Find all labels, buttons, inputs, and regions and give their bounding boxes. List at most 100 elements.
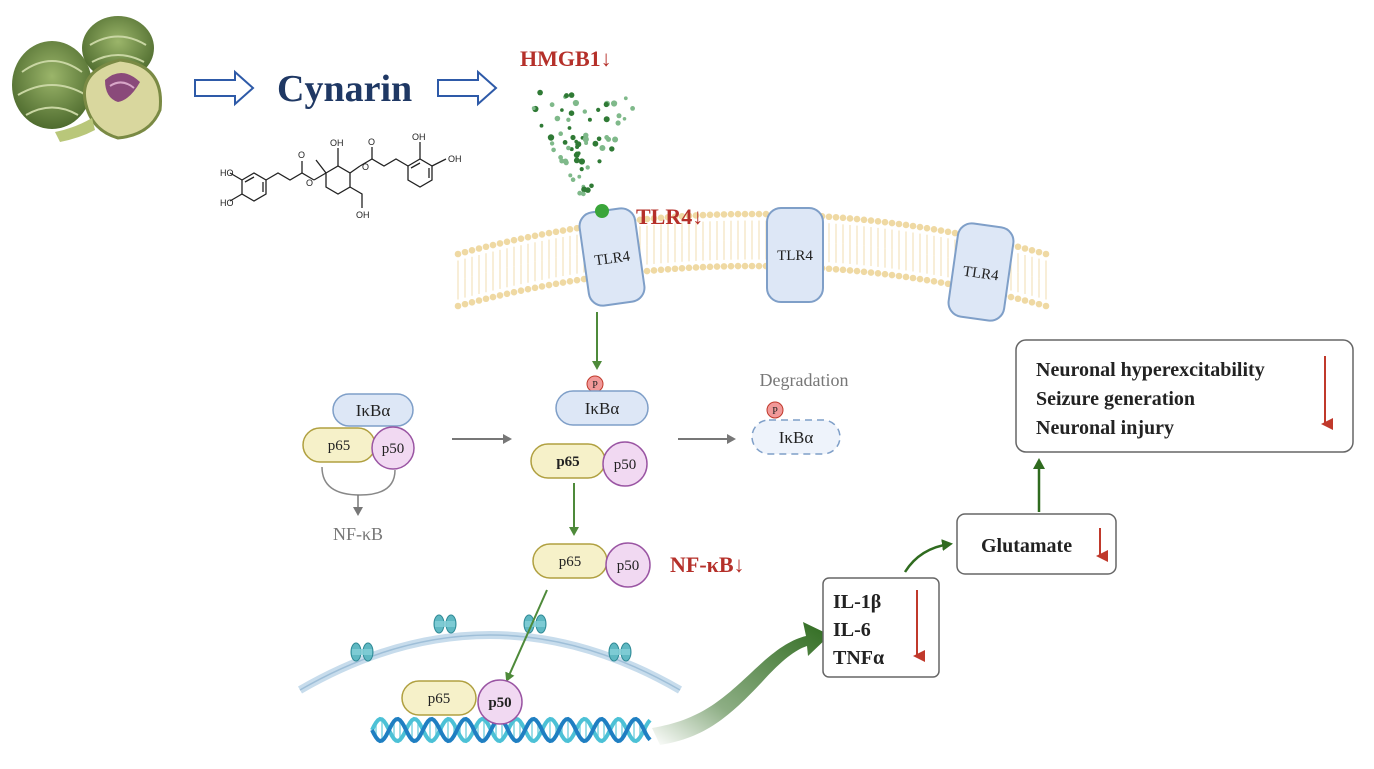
hmgb1-particle bbox=[558, 131, 563, 136]
membrane-bead bbox=[685, 212, 693, 220]
membrane-bead bbox=[1021, 297, 1029, 304]
hmgb1-particle bbox=[566, 117, 571, 123]
artichoke-icon bbox=[12, 16, 162, 142]
membrane-bead bbox=[692, 264, 700, 271]
membrane-bead bbox=[1007, 293, 1015, 301]
ikba-phospho: IκBα bbox=[555, 390, 649, 426]
hmgb1-particle bbox=[551, 147, 556, 153]
chem-label-oh-2: OH bbox=[356, 210, 370, 220]
membrane-bead bbox=[496, 292, 504, 299]
membrane-bead bbox=[895, 220, 903, 228]
membrane-bead bbox=[916, 223, 924, 231]
membrane-bead bbox=[930, 278, 938, 285]
membrane-bead bbox=[475, 245, 483, 252]
hmgb1-particle bbox=[630, 106, 635, 111]
chem-label-o-3: O bbox=[362, 162, 369, 172]
membrane-bead bbox=[517, 235, 525, 242]
membrane-bead bbox=[755, 210, 763, 218]
hmgb1-particle bbox=[592, 140, 599, 147]
membrane-bead bbox=[951, 229, 959, 237]
membrane-bead bbox=[825, 265, 833, 273]
chem-label-o-2: O bbox=[306, 178, 313, 188]
chem-label-oh-3: OH bbox=[412, 132, 426, 142]
membrane-bead bbox=[867, 217, 875, 224]
p50-left: p50 bbox=[371, 426, 415, 470]
p65-free-label: p65 bbox=[559, 554, 582, 570]
membrane-bead bbox=[489, 293, 497, 301]
membrane-bead bbox=[741, 262, 749, 270]
hollow-arrow-icon bbox=[437, 69, 498, 107]
membrane-bead bbox=[902, 273, 910, 281]
chem-label-oh-4: OH bbox=[448, 154, 462, 164]
membrane-bead bbox=[545, 229, 553, 237]
membrane-bead bbox=[1014, 243, 1022, 251]
membrane-bead bbox=[524, 285, 532, 293]
membrane-bead bbox=[867, 269, 875, 276]
p65-dna: p65 bbox=[401, 680, 477, 716]
membrane-bead bbox=[825, 213, 833, 221]
p65-middle-label: p65 bbox=[556, 454, 579, 470]
membrane-bead bbox=[923, 276, 931, 284]
chemical-structure-icon bbox=[229, 142, 447, 208]
hmgb1-particle bbox=[596, 107, 601, 112]
membrane-bead bbox=[839, 214, 847, 222]
hmgb1-particle bbox=[568, 92, 575, 98]
p65-free: p65 bbox=[532, 543, 608, 579]
membrane-bead bbox=[1042, 302, 1050, 310]
hmgb1-particle bbox=[537, 89, 543, 96]
glutamate-label: Glutamate bbox=[981, 535, 1072, 557]
membrane-bead bbox=[643, 215, 651, 223]
glutamate-box: Glutamate bbox=[956, 513, 1117, 575]
nuclear-pore-icon bbox=[523, 614, 547, 634]
hmgb1-particle bbox=[609, 146, 615, 152]
membrane-bead bbox=[468, 298, 476, 306]
membrane-bead bbox=[748, 210, 756, 218]
membrane-bead bbox=[1021, 245, 1029, 252]
hmgb1-particle bbox=[566, 145, 571, 151]
outcome-hyperexcitability: Neuronal hyperexcitability bbox=[1036, 359, 1265, 381]
ikba-left-label: IκBα bbox=[356, 401, 391, 420]
membrane-bead bbox=[461, 248, 469, 256]
hmgb1-particle bbox=[572, 99, 580, 107]
membrane-bead bbox=[944, 280, 952, 288]
hmgb1-particle bbox=[587, 117, 592, 122]
hmgb1-particle bbox=[562, 158, 569, 164]
membrane-bead bbox=[860, 268, 868, 276]
membrane-bead bbox=[832, 265, 840, 273]
hmgb1-particle bbox=[577, 174, 582, 179]
arrow-to-glutamate bbox=[903, 539, 953, 573]
membrane-bead bbox=[510, 288, 518, 296]
membrane-bead bbox=[566, 226, 574, 233]
hmgb1-particle bbox=[623, 96, 628, 101]
hmgb1-particle bbox=[568, 173, 573, 178]
hmgb1-particle bbox=[562, 140, 568, 145]
p50-middle: p50 bbox=[602, 441, 648, 487]
cytokine-il1b: IL-1β bbox=[833, 591, 881, 613]
membrane-bead bbox=[1028, 298, 1036, 306]
membrane-bead bbox=[1042, 250, 1050, 258]
ikba-left: IκBα bbox=[332, 393, 414, 427]
membrane-bead bbox=[531, 232, 539, 240]
membrane-bead bbox=[748, 262, 756, 270]
chem-label-o-1: O bbox=[298, 150, 305, 160]
phospho-label-2: P bbox=[772, 406, 778, 417]
membrane-bead bbox=[678, 264, 686, 272]
membrane-bead bbox=[524, 233, 532, 241]
hmgb1-particle bbox=[576, 151, 581, 156]
membrane-bead bbox=[559, 279, 567, 286]
hmgb1-particle bbox=[622, 117, 627, 121]
cytokine-il6: IL-6 bbox=[833, 619, 871, 641]
hmgb1-particle bbox=[611, 100, 618, 107]
hmgb1-particle bbox=[575, 141, 582, 148]
chem-label-ho-2: HO bbox=[220, 198, 234, 208]
p50-left-label: p50 bbox=[382, 441, 405, 457]
membrane-bead bbox=[888, 219, 896, 227]
outcome-seizure: Seizure generation bbox=[1036, 388, 1195, 410]
hmgb1-label: HMGB1↓ bbox=[520, 46, 612, 71]
membrane-bead bbox=[909, 274, 917, 282]
tlr4-label-2: TLR4 bbox=[777, 248, 813, 264]
hmgb1-particle bbox=[603, 101, 609, 108]
membrane-bead bbox=[552, 280, 560, 288]
membrane-bead bbox=[685, 264, 693, 272]
p65-middle: p65 bbox=[530, 443, 606, 479]
